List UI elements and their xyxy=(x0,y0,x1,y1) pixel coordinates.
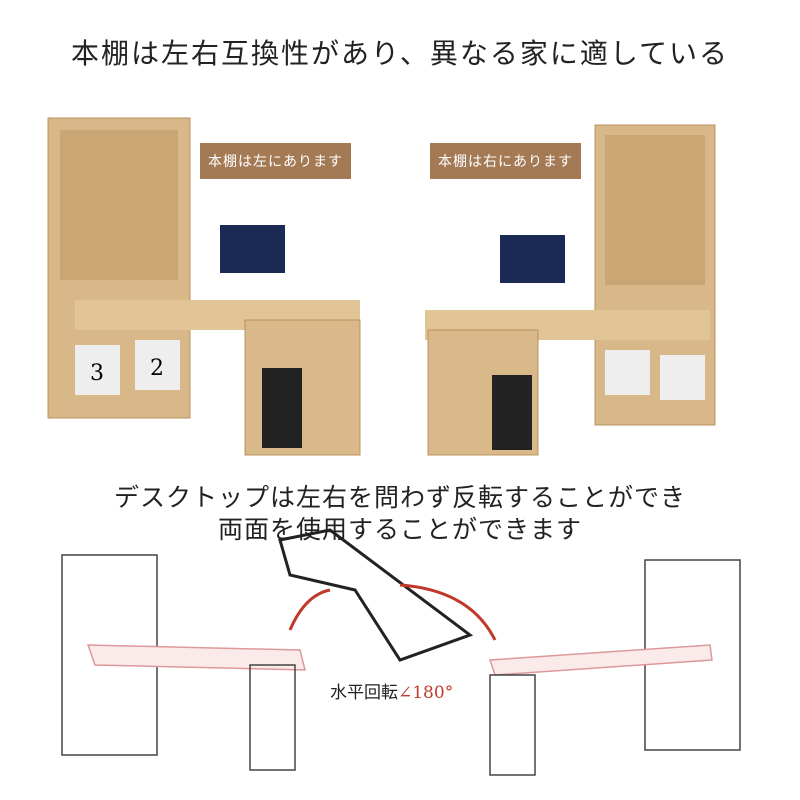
svg-text:2: 2 xyxy=(150,356,164,381)
tag-left-shelf: 本棚は左にあります xyxy=(200,143,351,179)
right-desk-photo xyxy=(425,124,716,456)
svg-text:3: 3 xyxy=(90,361,104,386)
tag-right-shelf: 本棚は右にあります xyxy=(430,143,581,179)
left-desk-photo: 3 2 xyxy=(47,117,361,456)
caption-line-2: 両面を使用することができます xyxy=(217,515,582,544)
rotation-arrows xyxy=(288,583,497,641)
line-drawings xyxy=(61,528,741,776)
caption-line-1: デスクトップは左右を問わず反転することができ xyxy=(113,483,686,512)
rotation-text: 水平回転 xyxy=(330,683,398,703)
page-title: 本棚は左右互換性があり、異なる家に適している xyxy=(70,37,730,70)
rotation-angle: ∠180° xyxy=(398,683,454,703)
rotation-label: 水平回転∠180° xyxy=(330,678,453,703)
